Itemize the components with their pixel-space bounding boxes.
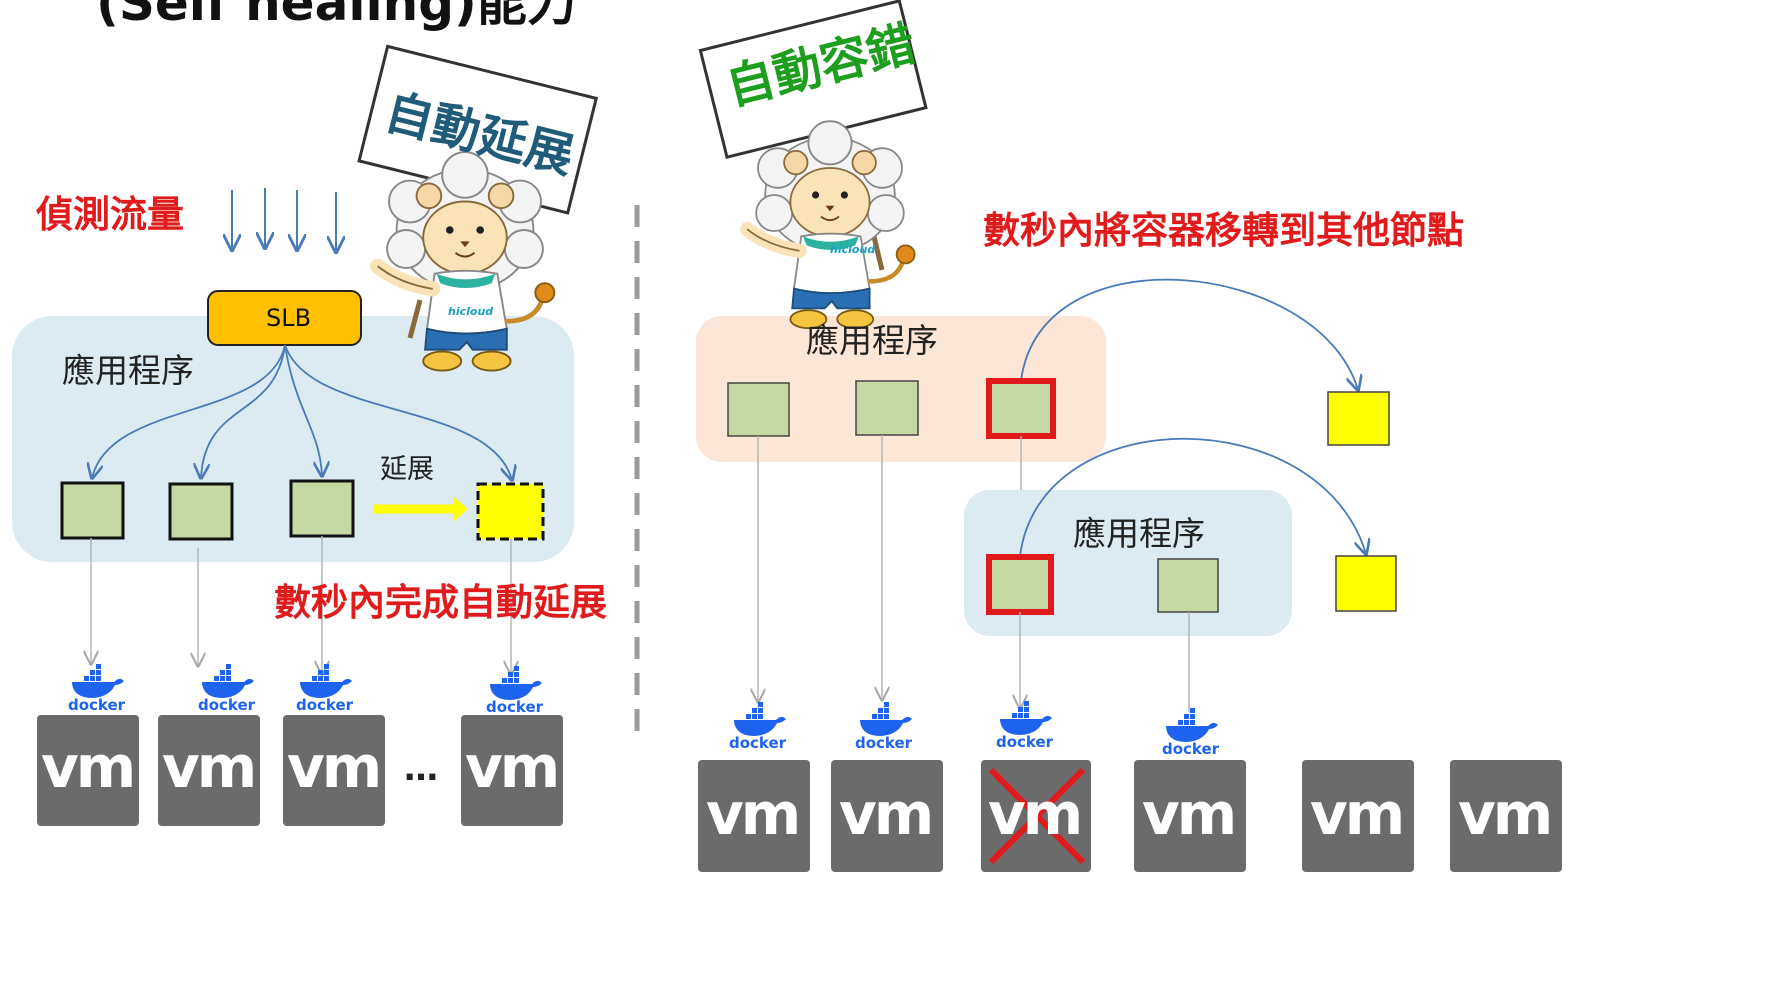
mascot-brand-label: hicloud (830, 243, 876, 256)
slb-label: SLB (266, 304, 312, 332)
right-vm-1 (698, 760, 810, 872)
slb-distribution-arrows (92, 344, 512, 480)
right-mascot (698, 0, 928, 328)
left-container-links (91, 536, 511, 674)
vm-label: vm (988, 780, 1083, 848)
docker-logo-icon (202, 664, 254, 698)
vm-label: vm (465, 733, 560, 801)
scale-arrow-head (454, 497, 468, 521)
left-container-2 (168, 482, 234, 541)
right-vm-4 (1134, 760, 1246, 872)
left-mascot (357, 44, 599, 370)
right-container-migrated-top (1327, 391, 1390, 446)
migrate-label: 數秒內將容器移轉到其他節點 (983, 209, 1464, 252)
right-app-label-top: 應用程序 (806, 321, 938, 360)
right-container-failed-bottom (986, 554, 1054, 615)
right-container-2 (855, 380, 919, 436)
page-title: (Self healing)能力 (96, 0, 577, 32)
right-vm-2 (831, 760, 943, 872)
mascot-brand-label: hicloud (448, 305, 494, 318)
docker-logo-icon (72, 664, 124, 698)
detect-traffic-label: 偵測流量 (36, 193, 184, 236)
docker-logo-icon (1000, 701, 1052, 735)
left-vm-1 (37, 715, 139, 826)
scale-label: 延展 (380, 454, 434, 485)
right-container-migrated-bottom (1335, 555, 1397, 612)
vm-label: vm (839, 780, 934, 848)
left-app-label: 應用程序 (62, 351, 194, 390)
left-vm-3 (283, 715, 385, 826)
vm-label: vm (41, 733, 136, 801)
right-vm-6 (1450, 760, 1562, 872)
docker-label: docker (729, 734, 787, 752)
vm-label: vm (1142, 780, 1237, 848)
vm-label: vm (1310, 780, 1405, 848)
right-container-links (758, 435, 1190, 712)
left-container-new (476, 482, 545, 541)
docker-label: docker (486, 698, 544, 716)
traffic-arrows (232, 188, 336, 252)
docker-logo-icon (1166, 708, 1218, 742)
docker-logo-icon (490, 666, 542, 700)
docker-label: docker (198, 696, 256, 714)
auto-scale-completion-label: 數秒內完成自動延展 (274, 581, 607, 624)
right-container-failed-top (986, 378, 1056, 439)
docker-logo-icon (734, 702, 786, 736)
docker-label: docker (996, 733, 1054, 751)
right-container-4 (1157, 558, 1219, 613)
migration-arrows (1019, 278, 1366, 556)
failed-vm-cross-icon (988, 767, 1086, 865)
more-vms-ellipsis: … (404, 749, 438, 789)
vm-label: vm (1458, 780, 1553, 848)
docker-label: docker (68, 696, 126, 714)
vm-label: vm (162, 733, 257, 801)
left-vm-2 (158, 715, 260, 826)
vm-label: vm (706, 780, 801, 848)
docker-label: docker (855, 734, 913, 752)
right-vm-5 (1302, 760, 1414, 872)
left-vm-4 (461, 715, 563, 826)
left-container-3 (289, 479, 355, 538)
vm-label: vm (287, 733, 382, 801)
left-app-zone (12, 316, 574, 562)
docker-logo-icon (860, 702, 912, 736)
right-container-1 (727, 382, 790, 437)
docker-label: docker (296, 696, 354, 714)
right-app-label-bottom: 應用程序 (1073, 514, 1205, 553)
left-container-1 (60, 481, 125, 540)
docker-logo-icon (300, 664, 352, 698)
docker-label: docker (1162, 740, 1220, 758)
